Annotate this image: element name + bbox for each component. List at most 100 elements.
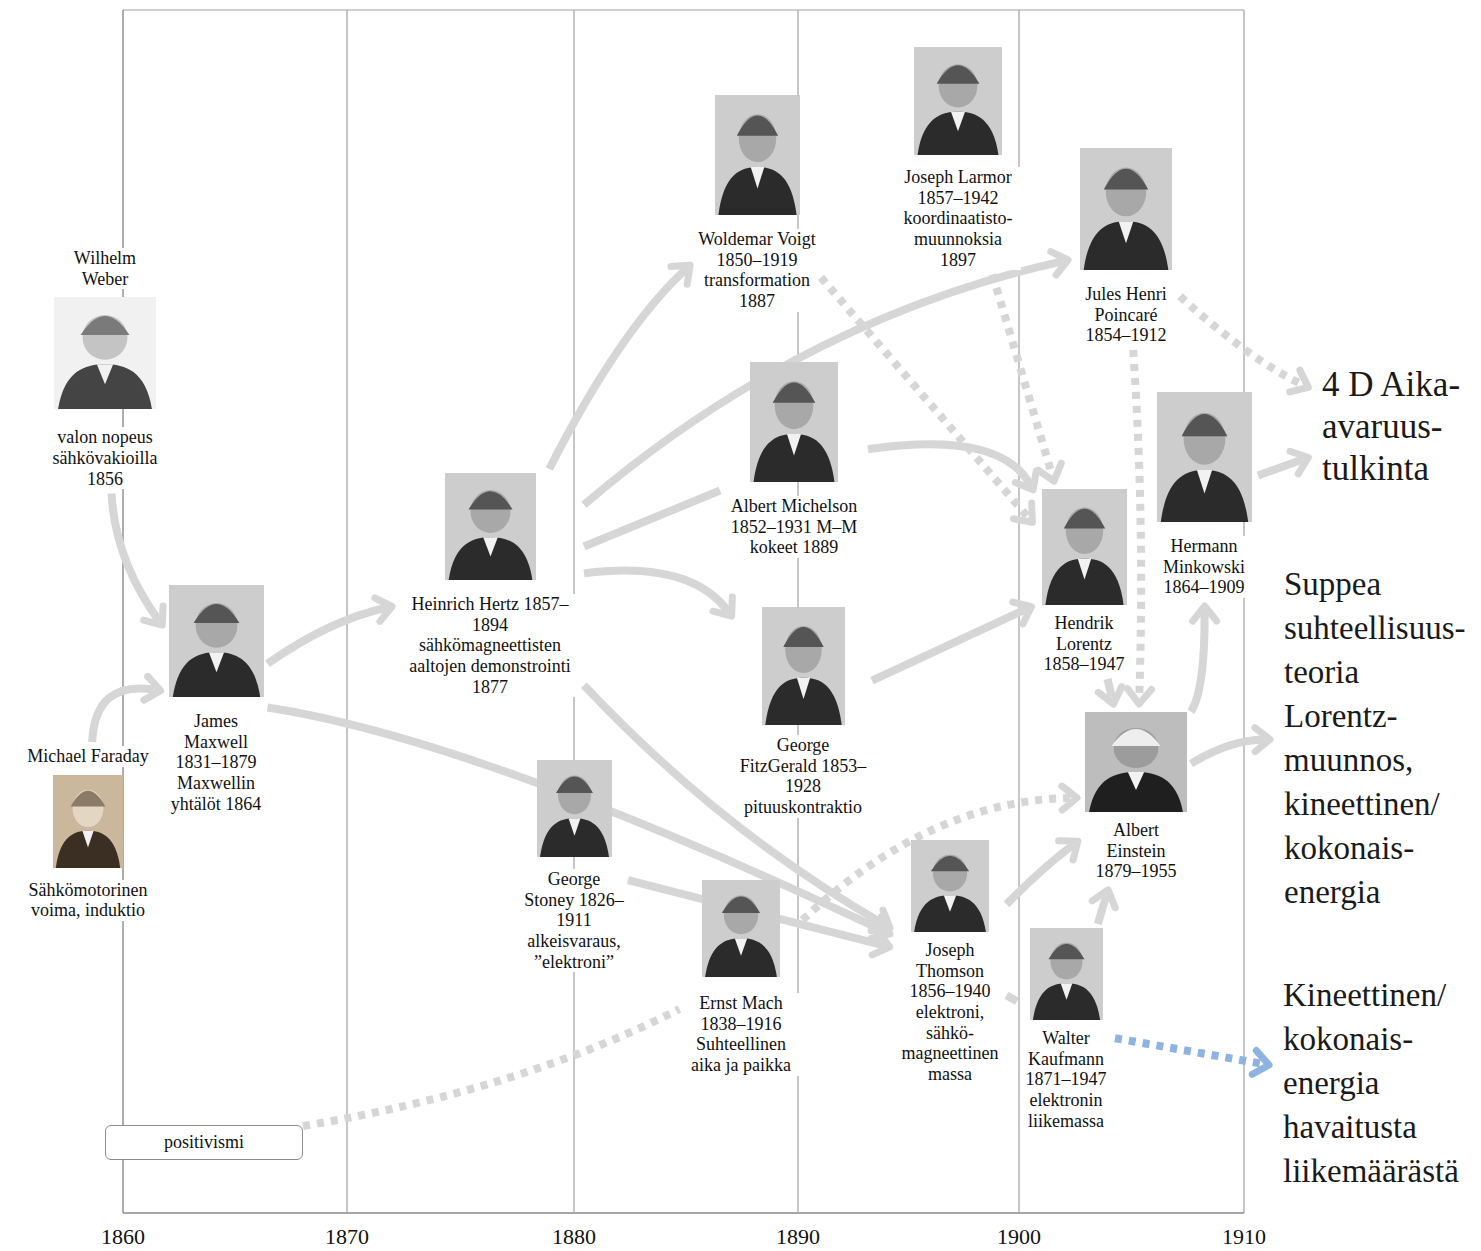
arrow-head — [1059, 841, 1078, 860]
person-node: Michael FaradaySähkömotorinen voima, ind… — [14, 742, 162, 925]
person-label: Albert Einstein 1879–1955 — [1091, 820, 1181, 882]
portrait-ground — [702, 880, 780, 977]
connector — [584, 252, 1068, 505]
connector — [584, 571, 732, 617]
connector — [1092, 890, 1115, 924]
portrait-collar — [750, 167, 764, 189]
portrait-collar — [1060, 983, 1072, 1000]
grid-line — [346, 10, 347, 1213]
person-label: Albert Michelson 1852–1931 M–M kokeet 18… — [724, 496, 864, 558]
connector — [1007, 995, 1018, 1001]
portrait-hair — [783, 627, 824, 647]
portrait-ground — [54, 297, 156, 409]
portrait — [54, 297, 156, 409]
link-line — [1007, 845, 1074, 905]
connector — [1191, 606, 1217, 712]
outcome-text: Kineettinen/ kokonais- energia havaitust… — [1273, 973, 1473, 1193]
portrait-hair — [81, 316, 130, 335]
dotted-link — [1115, 1038, 1263, 1064]
portrait — [1030, 928, 1103, 1020]
portrait-collar — [82, 830, 93, 847]
portrait-ground — [715, 95, 800, 215]
portrait-hair — [931, 856, 969, 872]
link-line — [1191, 612, 1205, 712]
portrait-collar — [787, 434, 801, 456]
concept-label: positivismi — [164, 1132, 244, 1153]
portrait-collar — [568, 818, 580, 835]
dotted-link — [1180, 296, 1303, 385]
portrait — [1157, 392, 1252, 522]
portrait-hair — [1063, 509, 1104, 529]
time-axis — [123, 1212, 1244, 1213]
portrait-collar — [796, 678, 809, 699]
arrow-head — [1013, 602, 1032, 624]
person-label: Joseph Thomson 1856–1940 elektroni, sähk… — [898, 940, 1003, 1085]
portrait-hair — [193, 604, 239, 623]
portrait-coat — [172, 652, 259, 697]
connector — [1115, 1038, 1269, 1074]
arrow-head — [1290, 451, 1308, 474]
portrait-coat — [754, 434, 835, 482]
portrait — [445, 473, 536, 580]
portrait-collar — [1077, 559, 1091, 580]
connector — [1191, 728, 1270, 764]
portrait-coat — [1089, 772, 1183, 812]
connector — [992, 274, 1061, 481]
person-name: Michael Faraday — [18, 746, 158, 767]
person-node: James Maxwell 1831–1879 Maxwellin yhtälö… — [165, 581, 268, 818]
portrait-collar — [1196, 470, 1211, 493]
grid-line — [1243, 10, 1244, 1213]
connector — [92, 676, 160, 742]
person-node: Jules Henri Poincaré 1854–1912 — [1072, 144, 1180, 350]
portrait — [537, 760, 612, 857]
portrait-coat — [1032, 983, 1099, 1020]
person-label: George FitzGerald 1853–1928 pituuskontra… — [738, 735, 868, 818]
concept-box: positivismi — [105, 1125, 303, 1160]
portrait-ground — [914, 47, 1002, 155]
portrait — [1080, 148, 1172, 270]
person-node: Hendrik Lorentz 1858–1947 — [1035, 485, 1133, 679]
connector — [584, 491, 720, 547]
axis-year: 1880 — [552, 1225, 596, 1249]
arrow-head — [375, 598, 392, 621]
connector — [303, 1009, 680, 1126]
portrait-ground — [1157, 392, 1252, 522]
portrait-ground — [537, 760, 612, 857]
person-node: George FitzGerald 1853–1928 pituuskontra… — [734, 603, 872, 822]
portrait-collar — [1128, 772, 1144, 790]
outcome-label: Kineettinen/ kokonais- energia havaitust… — [1283, 973, 1473, 1193]
grid-line — [122, 10, 123, 1213]
portrait — [1042, 489, 1127, 605]
person-node: Wilhelm Webervalon nopeus sähkövakioilla… — [36, 244, 174, 493]
portrait-collar — [97, 365, 113, 385]
axis-year: 1890 — [776, 1225, 820, 1249]
portrait-hair — [722, 896, 760, 912]
portrait-collar — [951, 112, 965, 131]
arrow-head — [671, 265, 690, 284]
portrait-coat — [540, 818, 609, 857]
portrait-coat — [448, 537, 532, 580]
arrow-head — [1252, 1051, 1269, 1075]
arrow-head — [1092, 890, 1115, 908]
portrait-collar — [944, 895, 956, 912]
outcome-text: 4 D Aika- avaruus- tulkinta — [1312, 364, 1474, 490]
connector — [1098, 679, 1121, 704]
portrait-hair — [773, 382, 816, 402]
portrait-coat — [56, 830, 120, 867]
connector — [872, 602, 1031, 680]
connector — [112, 493, 164, 625]
arrow-head — [1255, 728, 1270, 752]
portrait-hair — [736, 115, 777, 135]
portrait — [715, 95, 800, 215]
portrait-ground — [1030, 928, 1103, 1020]
person-note: valon nopeus sähkövakioilla 1856 — [40, 427, 170, 489]
portrait-ground — [445, 473, 536, 580]
portrait-hair — [71, 790, 106, 806]
portrait-ground — [53, 775, 123, 868]
portrait — [169, 585, 264, 697]
connector — [268, 598, 393, 664]
arrow-head — [144, 676, 161, 700]
person-node: Albert Michelson 1852–1931 M–M kokeet 18… — [720, 358, 868, 562]
outcome-text: Suppea suhteellisuus- teoria Lorentz- mu… — [1274, 562, 1474, 914]
portrait — [702, 880, 780, 977]
